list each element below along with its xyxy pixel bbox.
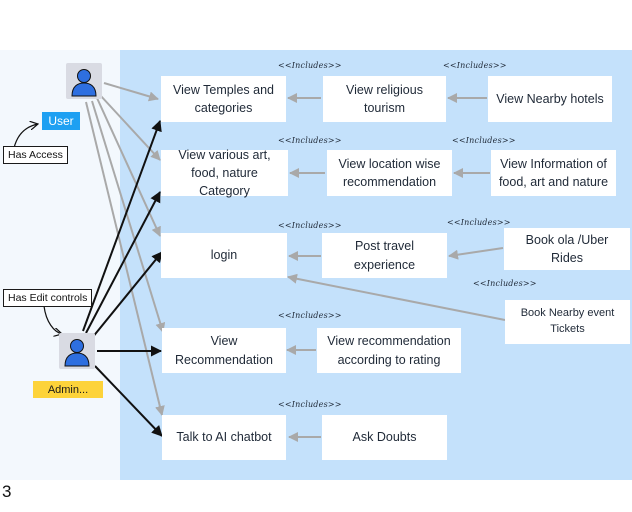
has-access-note: Has Access <box>3 146 68 164</box>
include-label: <<Includes>> <box>473 279 537 288</box>
use-case-text: categories <box>194 101 253 115</box>
use-case-text: View location wise <box>338 156 441 171</box>
use-case-text: View recommendation <box>327 334 451 349</box>
use-case-text: View religious <box>346 82 423 97</box>
use-case-post-travel-experience: Post travel experience <box>322 233 447 278</box>
use-case-view-art-food-nature: View various art, food, nature Category <box>161 148 288 198</box>
use-case-view-nearby-hotels: View Nearby hotels <box>488 76 612 122</box>
include-arrow-event-login <box>287 273 506 321</box>
use-case-view-recommendation-rating: View recommendation according to rating <box>317 328 461 373</box>
use-case-text: Tickets <box>550 323 585 335</box>
use-case-text: food, nature Category <box>191 165 258 199</box>
use-case-talk-to-ai-chatbot: Talk to AI chatbot <box>162 415 286 460</box>
admin-arrow-chatbot <box>94 365 163 437</box>
include-arrow-rides-post <box>448 247 504 260</box>
has-access-pointer <box>13 124 38 149</box>
admin-arrow-temples <box>82 120 162 332</box>
use-case-ask-doubts: Ask Doubts <box>322 415 447 460</box>
use-case-text: Book ola /Uber Rides <box>525 232 609 265</box>
include-label: <<Includes>> <box>443 61 507 70</box>
use-case-text: Post travel <box>354 239 415 254</box>
has-edit-pointer <box>43 305 62 334</box>
use-case-text: View various art, <box>178 147 271 162</box>
admin-person-icon <box>59 333 95 369</box>
use-case-login: login <box>161 233 287 278</box>
use-case-text: food, art and nature <box>498 175 609 189</box>
use-case-view-religious-tourism: View religious tourism <box>323 76 446 122</box>
include-label: <<Includes>> <box>278 311 342 320</box>
use-case-text: recommendation <box>342 175 437 189</box>
use-case-view-information: View Information of food, art and nature <box>491 150 616 196</box>
use-case-text: Talk to AI chatbot <box>176 430 272 445</box>
admin-arrow-art <box>85 191 161 334</box>
use-case-text: tourism <box>364 101 405 115</box>
use-case-text: View <box>210 334 238 349</box>
use-case-book-rides: Book ola /Uber Rides <box>504 228 630 270</box>
use-case-text: Recommendation <box>175 352 273 367</box>
use-case-text: View Temples and <box>173 82 274 97</box>
user-person-icon <box>66 63 102 99</box>
use-case-text: View Information of <box>500 156 607 171</box>
user-arrow-temples <box>103 82 159 102</box>
include-label: <<Includes>> <box>278 400 342 409</box>
user-arrow-recommendation <box>91 100 166 333</box>
include-label: <<Includes>> <box>278 61 342 70</box>
include-label: <<Includes>> <box>278 136 342 145</box>
use-case-text: Book Nearby event <box>520 307 615 320</box>
admin-actor-label: Admin... <box>33 381 103 398</box>
use-case-text: Ask Doubts <box>352 430 417 445</box>
admin-arrow-login <box>91 251 163 339</box>
use-case-text: login <box>210 248 238 263</box>
use-case-view-location-recommendation: View location wise recommendation <box>327 150 452 196</box>
use-case-text: View Nearby hotels <box>496 91 604 106</box>
use-case-view-temples: View Temples and categories <box>161 76 286 122</box>
user-actor-label: User <box>42 112 80 130</box>
use-case-text: experience <box>353 257 416 272</box>
include-label: <<Includes>> <box>447 218 511 227</box>
include-label: <<Includes>> <box>278 221 342 230</box>
page-number: 3 <box>2 482 12 501</box>
include-label: <<Includes>> <box>452 136 516 145</box>
use-case-text: according to rating <box>337 352 441 367</box>
has-edit-note: Has Edit controls <box>3 289 93 307</box>
